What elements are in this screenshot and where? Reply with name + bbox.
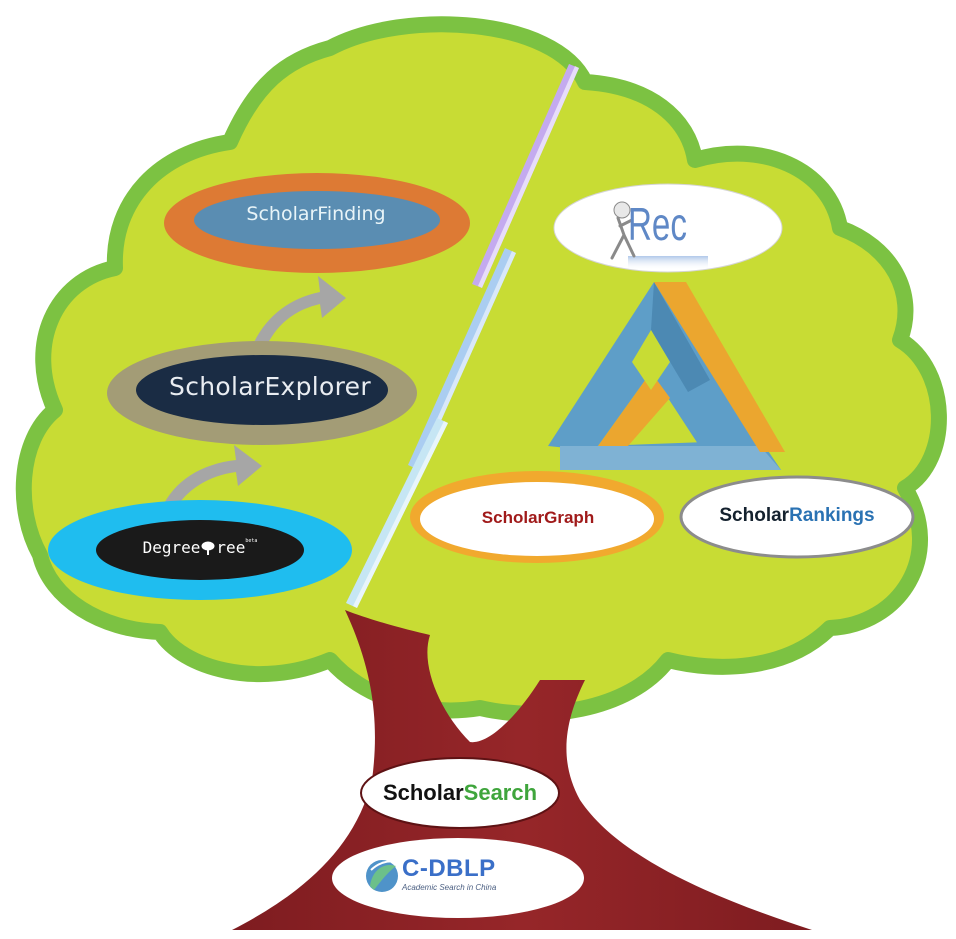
scholar-rankings-part2: Rankings [789,505,875,526]
rec-node [553,183,783,273]
figure-icon [610,201,636,260]
scholar-explorer-node [107,341,417,445]
c-dblp-tagline: Academic Search in China [402,883,497,892]
arrow-degree-to-explorer [160,445,262,512]
degree-tree-label-part2: ree [216,538,246,557]
c-dblp-label: C-DBLP [402,855,496,882]
scholar-finding-label: ScholarFinding [246,203,386,225]
branch-divider [346,64,579,608]
scholar-search-part2: Search [463,780,538,805]
upward-arrows [160,276,346,512]
tree-logo-icon [201,541,215,555]
rec-label: Rec [628,198,687,250]
scholar-rankings-node [679,475,915,559]
scholar-graph-node [410,471,664,563]
scholar-explorer-label: ScholarExplorer [169,372,371,401]
scholar-rankings-part1: Scholar [719,505,790,526]
c-dblp-node [332,838,584,918]
degree-tree-node [48,500,352,600]
arrow-explorer-to-finding [244,276,346,370]
degree-tree-label: Degree reebeta [120,538,280,557]
scholar-search-label: ScholarSearch [360,780,560,806]
degree-tree-label-part1: Degree [142,538,201,557]
scholar-rankings-label: ScholarRankings [690,505,904,527]
c-dblp-logo-icon [366,860,398,892]
scholar-search-node [360,757,560,829]
beta-mark: beta [245,538,258,544]
penrose-triangle [548,282,785,470]
scholar-finding-node [164,173,470,273]
scholar-graph-label: ScholarGraph [481,508,595,527]
scholar-search-part1: Scholar [382,780,464,805]
